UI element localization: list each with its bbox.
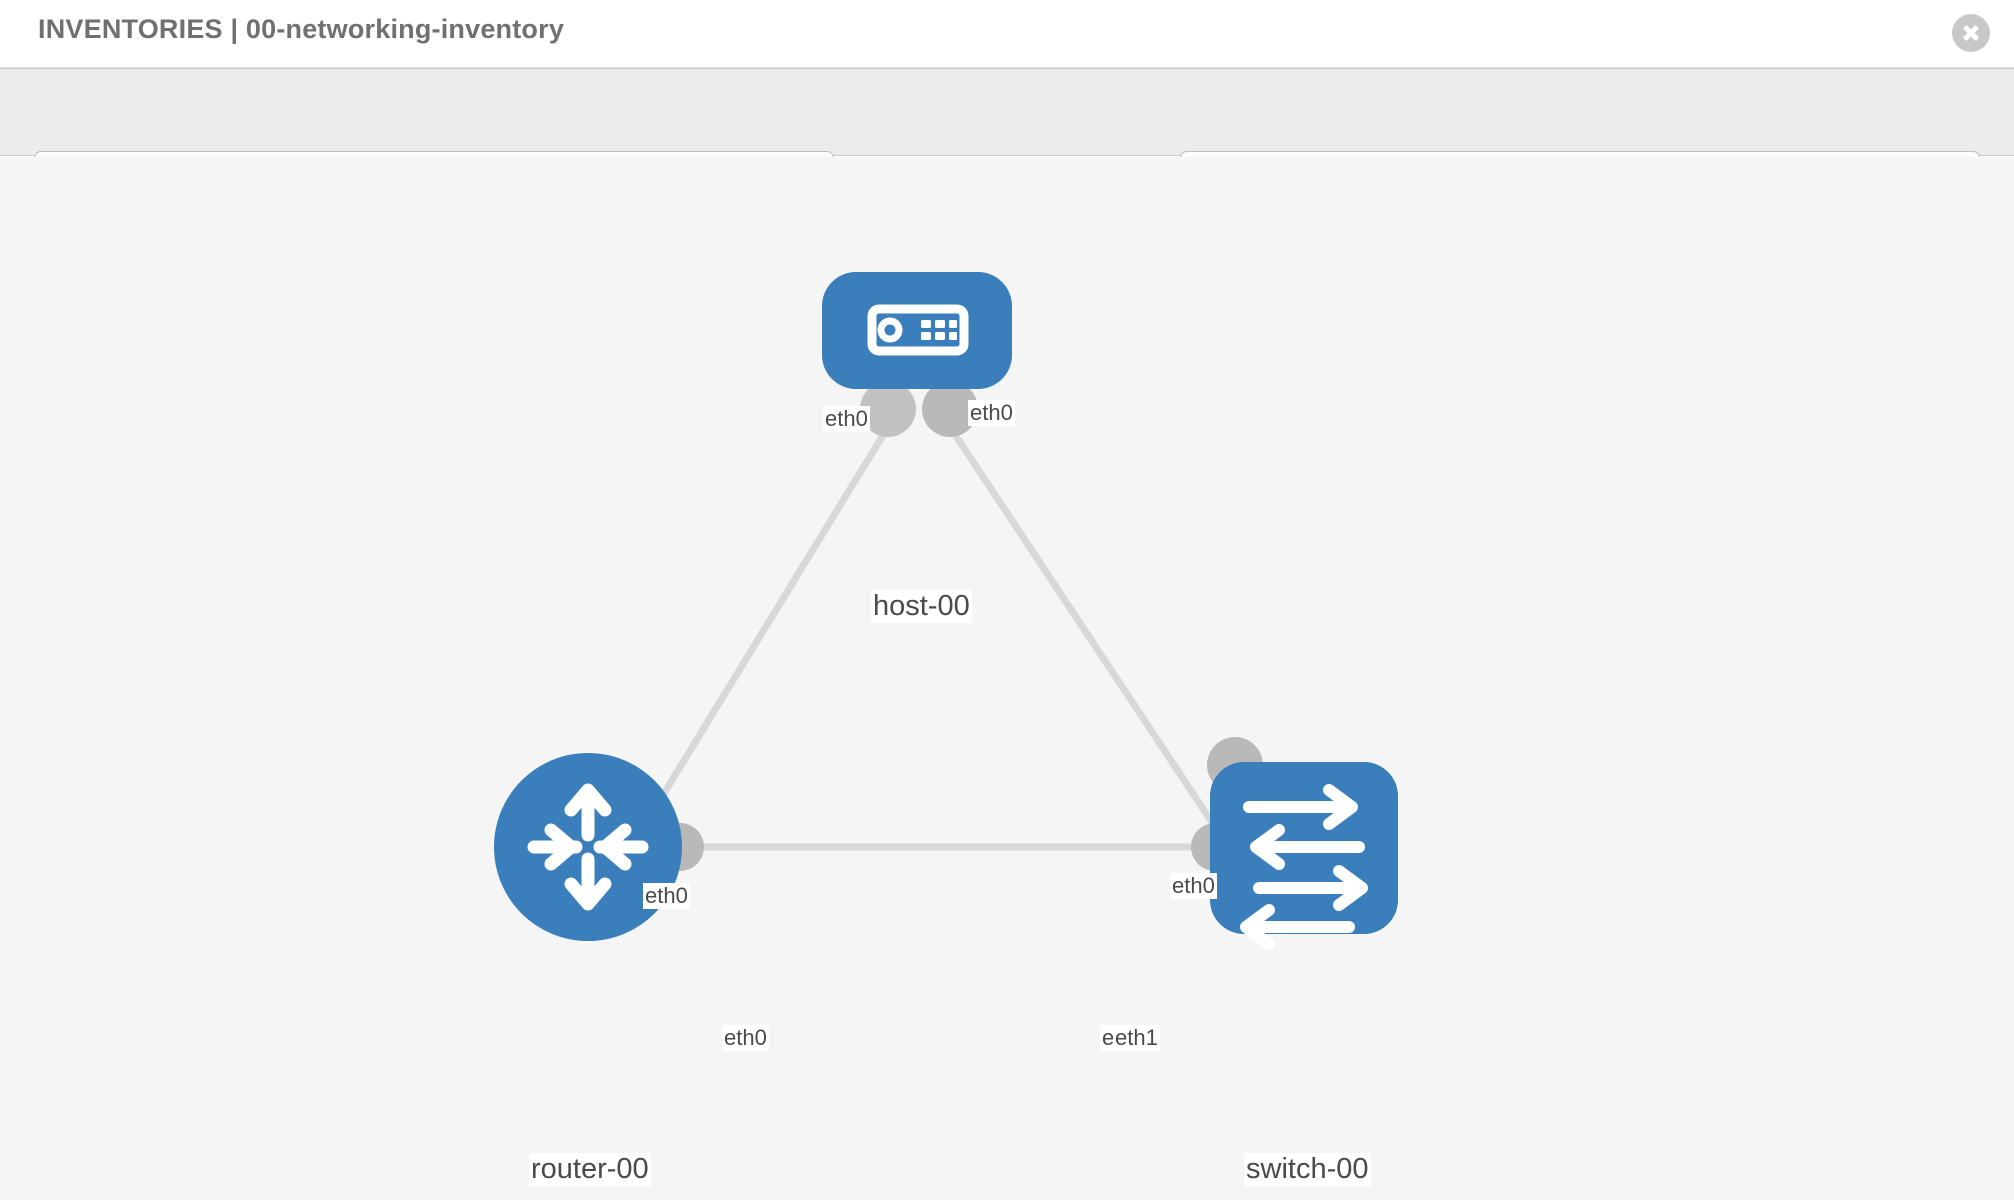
node-label-switch-00: switch-00: [1244, 1153, 1371, 1186]
iface-label-switch-left-eth1: eth1: [1113, 1025, 1160, 1051]
node-switch-00[interactable]: [1210, 762, 1398, 950]
window-header: INVENTORIES | 00-networking-inventory: [0, 0, 2014, 68]
node-label-router-00: router-00: [529, 1153, 651, 1186]
iface-label-router-up: eth0: [643, 883, 690, 909]
node-router-00[interactable]: [494, 753, 682, 941]
topology-canvas[interactable]: eth0 eth0 eth0 eth0 eth0 eth0 eth1 host-…: [0, 157, 2014, 1200]
iface-label-router-right: eth0: [722, 1025, 769, 1051]
node-host-00[interactable]: [822, 272, 1012, 389]
node-label-host-00: host-00: [871, 590, 972, 623]
iface-label-host-right: eth0: [968, 400, 1015, 426]
socket-host-right: [922, 381, 978, 437]
iface-label-host-left: eth0: [823, 406, 870, 432]
socket-host-left: [860, 381, 916, 437]
toolbar: ACTIONS SEARC: [0, 68, 2014, 206]
close-icon[interactable]: [1952, 14, 1990, 52]
page-title: INVENTORIES | 00-networking-inventory: [38, 14, 565, 44]
link-host-switch: [947, 425, 1238, 859]
topology-graph[interactable]: [0, 157, 2014, 1200]
link-host-router: [622, 425, 891, 859]
iface-label-switch-up: eth0: [1170, 873, 1217, 899]
